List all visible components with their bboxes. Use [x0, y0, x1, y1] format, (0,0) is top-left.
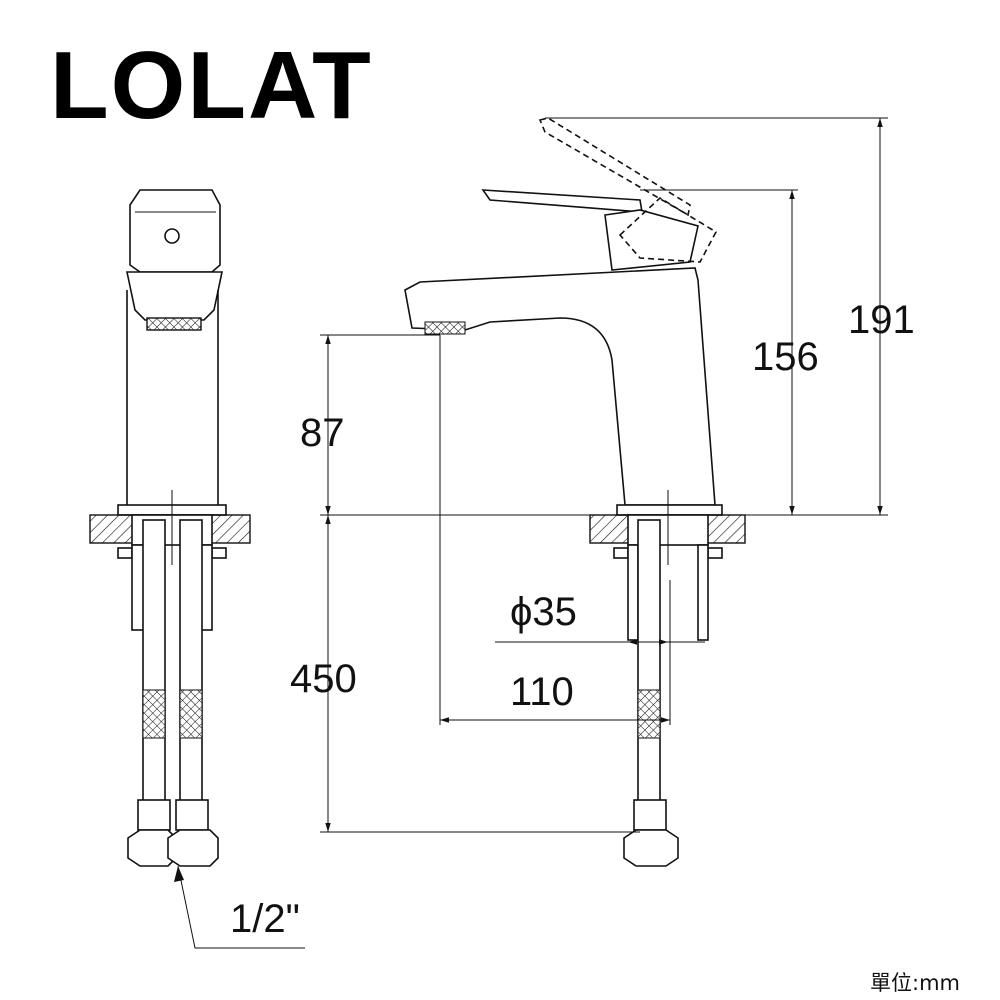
side-view: [404, 117, 746, 867]
unit-label: 單位:mm: [870, 971, 960, 995]
dim-base-diameter: ϕ35: [510, 590, 577, 634]
dim-hose-length: 450: [290, 657, 357, 701]
dim-spout-reach: 110: [510, 670, 574, 714]
dim-total-height: 191: [848, 298, 915, 342]
dim-handle-height: 156: [752, 335, 819, 379]
dimension-lines: [174, 117, 888, 949]
dim-spout-height: 87: [300, 411, 345, 455]
brand-logo: LOLAT: [50, 32, 373, 139]
front-view: [89, 189, 251, 867]
dim-thread-size: 1/2": [230, 897, 300, 941]
